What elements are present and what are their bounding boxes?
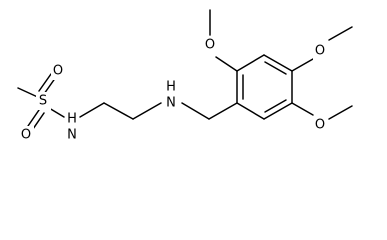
bond-benzyl-ring	[208, 102, 238, 120]
atom-sulfur: S	[39, 94, 47, 109]
atom-sulfonamide-nitrogen: N	[67, 128, 77, 143]
bond-s-o-bottom-b	[32, 112, 45, 130]
bond-o4-me	[328, 26, 353, 41]
bond-c4-o4	[291, 58, 314, 72]
atom-amine-hydrogen: H	[166, 80, 176, 95]
atom-sulfonyl-oxygen-bottom: O	[21, 128, 31, 143]
atom-methoxy-oxygen-4: O	[315, 44, 325, 59]
ring-double-c3-c4	[264, 61, 287, 75]
atom-layer: S O O H N H N O O O	[19, 36, 328, 144]
ring-bond-c2-c3	[236, 54, 265, 72]
ring-bond-c6-c1	[236, 102, 265, 120]
atom-sulfonyl-oxygen-top: O	[53, 64, 63, 79]
bond-s-o-bottom-a	[27, 109, 40, 127]
atom-amine-nitrogen: N	[166, 96, 176, 111]
atom-sulfonamide-hydrogen: H	[67, 112, 77, 127]
ring-bond-c3-c4	[263, 54, 293, 72]
bond-nh-benzyl	[181, 102, 210, 120]
atom-methoxy-oxygen-2: O	[205, 38, 215, 53]
bond-layer	[17, 9, 353, 130]
bond-s-n	[48, 107, 65, 118]
bond-o5-me	[328, 105, 353, 120]
bond-c2-o2	[215, 56, 238, 72]
bond-n-ch2	[79, 102, 105, 118]
bond-ch2-nh	[132, 102, 162, 120]
chemical-structure: S O O H N H N O O O	[17, 9, 353, 144]
ring-double-c5-c6	[264, 99, 287, 113]
bond-c5-o5	[291, 102, 314, 116]
bond-s-o-top-a	[38, 73, 52, 92]
ring-bond-c5-c6	[263, 102, 293, 120]
bond-ch2-ch2	[103, 102, 134, 120]
atom-methoxy-oxygen-5: O	[315, 118, 325, 133]
